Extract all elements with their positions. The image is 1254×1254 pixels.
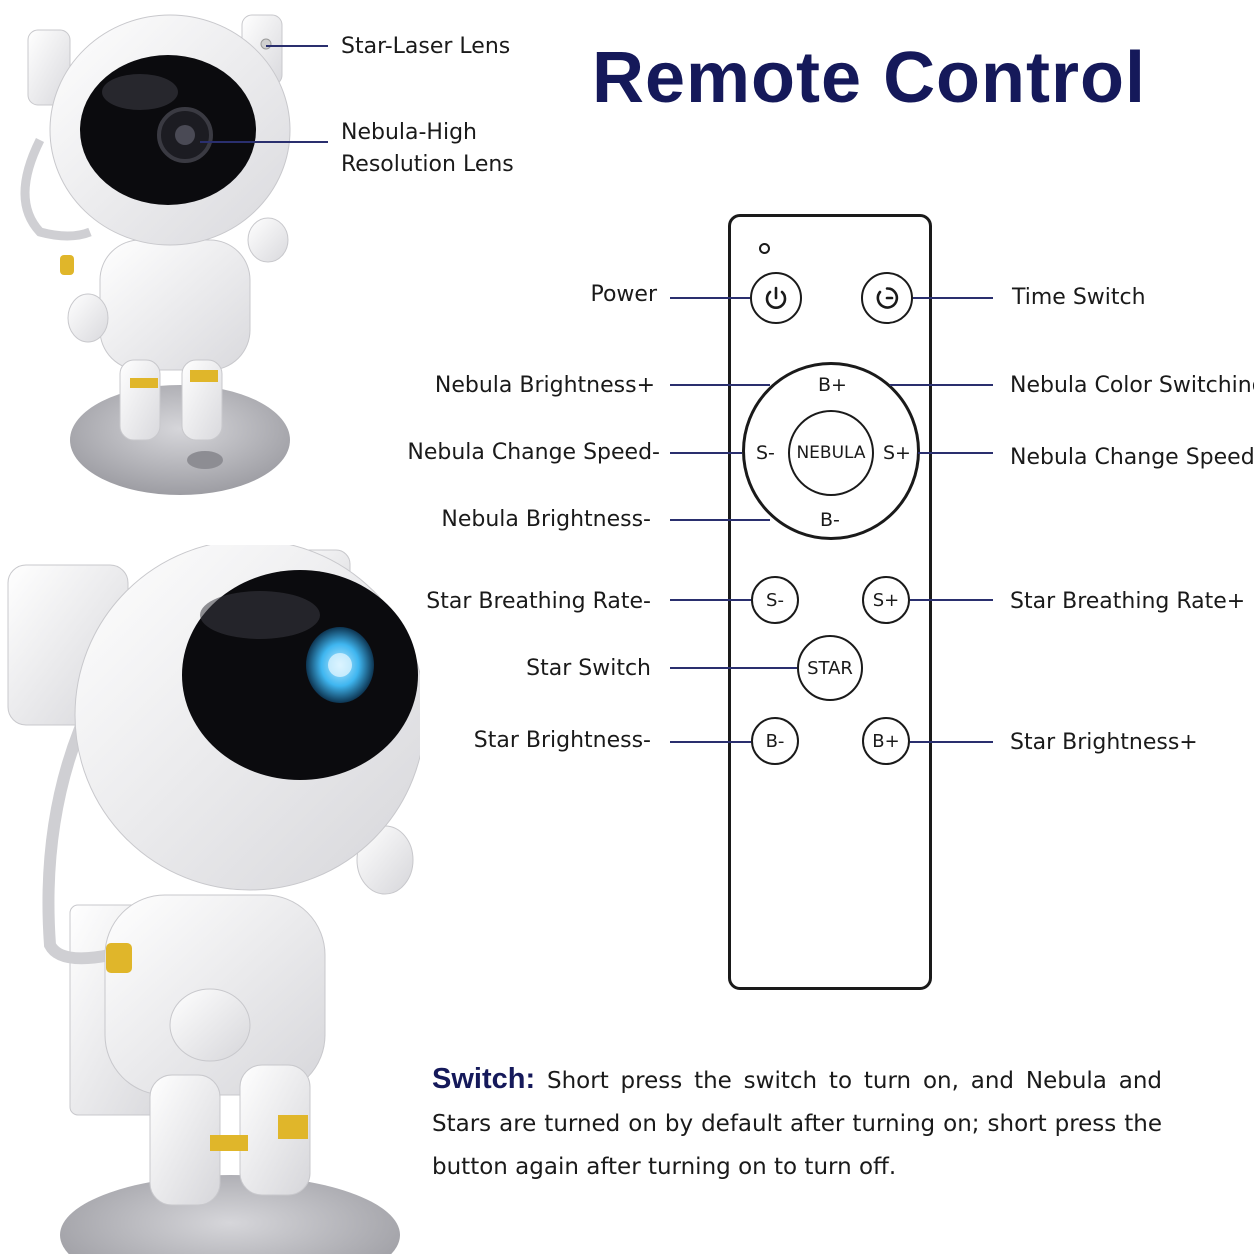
star-breathing-minus-leader xyxy=(670,599,751,601)
astronaut-projector-top-illustration xyxy=(20,14,291,495)
switch-note-heading: Switch: xyxy=(432,1063,536,1095)
star-breathing-plus-leader xyxy=(910,599,993,601)
nebula-lens-label-line1: Nebula-High xyxy=(341,120,477,145)
star-brightness-plus-button[interactable]: B+ xyxy=(862,717,910,765)
page-title: Remote Control xyxy=(592,38,1146,118)
nebula-speed-minus-button[interactable]: S- xyxy=(756,442,775,464)
switch-note-body: Short press the switch to turn on, and N… xyxy=(432,1068,1162,1180)
nebula-brightness-minus-button[interactable]: B- xyxy=(820,509,840,531)
nebula-speed-minus-leader xyxy=(670,452,742,454)
nebula-lens-label-line2: Resolution Lens xyxy=(341,152,514,177)
star-brightness-minus-leader xyxy=(670,741,751,743)
switch-note: Switch: Short press the switch to turn o… xyxy=(432,1058,1162,1189)
nebula-brightness-plus-button[interactable]: B+ xyxy=(818,374,847,396)
timer-icon xyxy=(876,287,899,309)
nebula-speed-minus-label: Nebula Change Speed- xyxy=(407,440,660,465)
power-label: Power xyxy=(590,282,657,307)
nebula-speed-plus-button[interactable]: S+ xyxy=(883,442,911,464)
power-icon xyxy=(765,286,787,309)
star-switch-label: Star Switch xyxy=(526,656,651,681)
star-breathing-minus-label: Star Breathing Rate- xyxy=(426,589,651,614)
nebula-speed-plus-leader xyxy=(918,452,993,454)
star-brightness-minus-button[interactable]: B- xyxy=(751,717,799,765)
time-switch-button[interactable] xyxy=(861,272,913,324)
nebula-brightness-minus-leader xyxy=(670,519,770,521)
star-breathing-minus-button[interactable]: S- xyxy=(751,576,799,624)
nebula-brightness-minus-label: Nebula Brightness- xyxy=(441,507,651,532)
indicator-led xyxy=(759,243,770,254)
nebula-color-switching-label: Nebula Color Switching xyxy=(1010,373,1254,398)
star-brightness-minus-label: Star Brightness- xyxy=(473,728,651,753)
star-button[interactable]: STAR xyxy=(797,635,863,701)
nebula-button[interactable]: NEBULA xyxy=(788,410,874,496)
nebula-lens-leader xyxy=(200,141,328,143)
nebula-brightness-plus-leader xyxy=(670,384,770,386)
star-brightness-plus-leader xyxy=(910,741,993,743)
star-laser-lens-leader xyxy=(266,45,328,47)
time-switch-label: Time Switch xyxy=(1012,285,1146,310)
power-leader xyxy=(670,297,750,299)
nebula-speed-plus-label: Nebula Change Speed+ xyxy=(1010,445,1254,470)
star-brightness-plus-label: Star Brightness+ xyxy=(1010,730,1198,755)
astronaut-projector-bottom-illustration xyxy=(7,545,420,1254)
power-button[interactable] xyxy=(750,272,802,324)
time-switch-leader xyxy=(913,297,993,299)
star-breathing-plus-label: Star Breathing Rate+ xyxy=(1010,589,1246,614)
star-breathing-plus-button[interactable]: S+ xyxy=(862,576,910,624)
star-laser-lens-label: Star-Laser Lens xyxy=(341,34,511,59)
star-switch-leader xyxy=(670,667,797,669)
nebula-brightness-plus-label: Nebula Brightness+ xyxy=(434,373,655,398)
nebula-color-leader xyxy=(890,384,993,386)
